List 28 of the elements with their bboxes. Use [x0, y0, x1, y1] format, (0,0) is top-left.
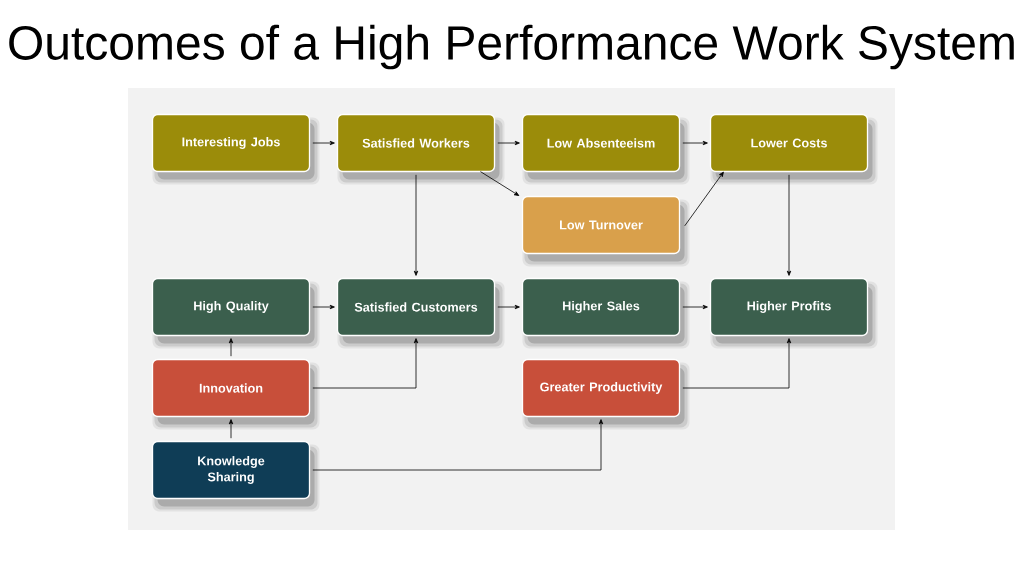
arrow	[312, 338, 419, 389]
arrow	[312, 304, 335, 310]
process-box: High Quality	[151, 277, 320, 349]
process-box: Higher Sales	[521, 277, 690, 349]
arrow	[497, 140, 520, 146]
arrow	[682, 140, 708, 146]
process-box: Satisfied Workers	[336, 113, 505, 185]
arrow	[684, 171, 724, 227]
arrow	[228, 419, 234, 439]
arrow	[312, 140, 335, 146]
process-box: Interesting Jobs	[151, 113, 320, 185]
arrow	[682, 338, 792, 389]
process-box: Lower Costs	[709, 113, 878, 185]
process-box: Satisfied Customers	[336, 277, 505, 349]
arrow	[413, 174, 419, 276]
arrow	[497, 304, 520, 310]
process-box: Greater Productivity	[521, 358, 690, 430]
arrow	[312, 419, 604, 471]
title: Outcomes of a High Performance Work System	[9, 24, 1014, 70]
process-box: Higher Profits	[709, 277, 878, 349]
process-box: Low Turnover	[521, 195, 690, 267]
process-box: Knowledge Sharing	[151, 440, 320, 512]
arrow	[682, 304, 708, 310]
process-box: Innovation	[151, 358, 320, 430]
arrow	[786, 174, 792, 276]
process-box: Low Absenteeism	[521, 113, 690, 185]
arrow	[228, 338, 234, 357]
arrow	[480, 171, 520, 196]
